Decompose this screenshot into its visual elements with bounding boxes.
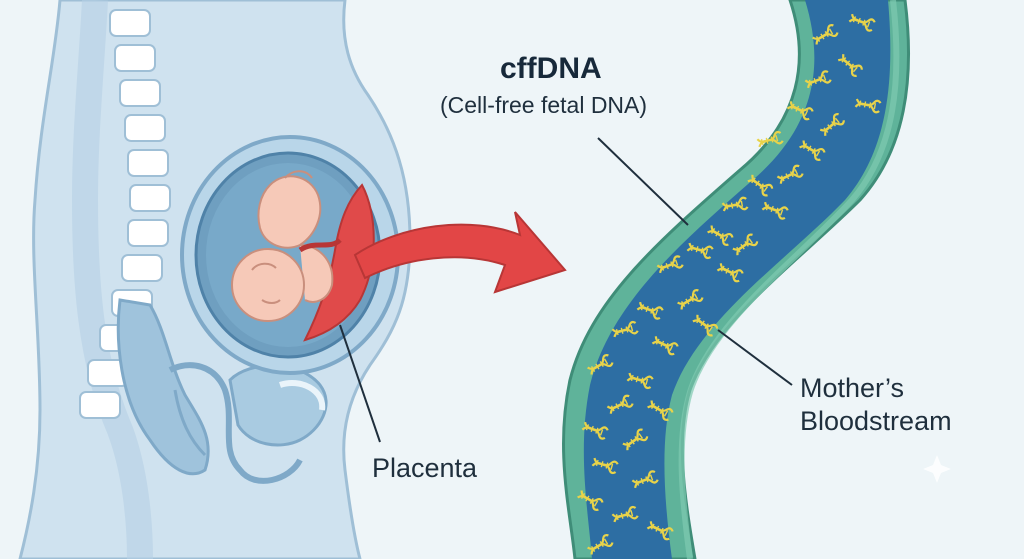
bloodstream-label: Mother’s Bloodstream	[800, 372, 952, 438]
cffdna-subtitle: (Cell-free fetal DNA)	[440, 92, 648, 118]
dna-helix-icon	[837, 54, 863, 77]
dna-helix-icon	[656, 255, 684, 274]
dna-helix-icon	[631, 470, 659, 489]
dna-helix-icon	[747, 174, 774, 197]
dna-helix-icon	[692, 314, 719, 337]
dna-helix-icon	[577, 490, 604, 511]
vertebra	[129, 184, 171, 212]
dna-helix-icon	[756, 130, 784, 148]
placenta-label: Placenta	[372, 453, 478, 483]
dna-helix-icon	[799, 140, 826, 161]
dna-helix-icon	[611, 505, 639, 523]
dna-helix-icon	[848, 13, 876, 32]
vertebra	[121, 254, 163, 282]
fetus	[231, 170, 342, 322]
pelvic-organs	[116, 298, 328, 484]
dna-helix-icon	[591, 457, 619, 475]
dna-helix-icon	[677, 289, 704, 310]
dna-helix-icon	[686, 242, 714, 260]
vertebra	[114, 44, 156, 72]
dna-helix-icon	[636, 301, 664, 320]
dna-helix-icon	[611, 320, 639, 338]
placenta-leader-line	[339, 324, 381, 443]
cffdna-leader-line	[597, 137, 689, 226]
vertebra	[119, 79, 161, 107]
dna-helix-icon	[622, 428, 649, 451]
bloodstream-label-line2: Bloodstream	[800, 406, 952, 436]
dna-helix-icon	[721, 196, 749, 212]
dna-helix-icon	[786, 101, 814, 121]
vertebra	[109, 9, 151, 37]
dna-helix-icon	[587, 354, 614, 375]
sparkle-icon	[923, 455, 951, 483]
dna-helix-icon	[606, 394, 634, 414]
dna-helix-icon	[651, 336, 679, 356]
dna-helix-icon	[812, 24, 839, 45]
dna-helix-icon	[854, 98, 882, 114]
vertebra	[127, 219, 169, 247]
vertebra	[79, 391, 121, 419]
dna-helix-icon	[646, 521, 674, 541]
dna-helix-icon	[819, 113, 845, 136]
dna-fragments	[577, 13, 882, 555]
dna-helix-icon	[626, 372, 654, 390]
bloodstream-label-line1: Mother’s	[800, 373, 905, 403]
dna-helix-icon	[716, 263, 744, 283]
dna-helix-icon	[776, 164, 804, 184]
vertebra	[127, 149, 169, 177]
bloodstream-leader-line	[717, 329, 793, 386]
dna-helix-icon	[804, 70, 832, 89]
dna-helix-icon	[707, 225, 734, 246]
dna-helix-icon	[587, 534, 614, 555]
vertebra	[124, 114, 166, 142]
dna-helix-icon	[647, 400, 674, 421]
dna-helix-icon	[732, 233, 759, 256]
dna-helix-icon	[761, 201, 789, 220]
curved-arrow-icon	[353, 211, 567, 294]
cffdna-title: cffDNA	[500, 52, 602, 85]
dna-helix-icon	[581, 421, 609, 440]
blood-vessel	[562, 0, 910, 559]
